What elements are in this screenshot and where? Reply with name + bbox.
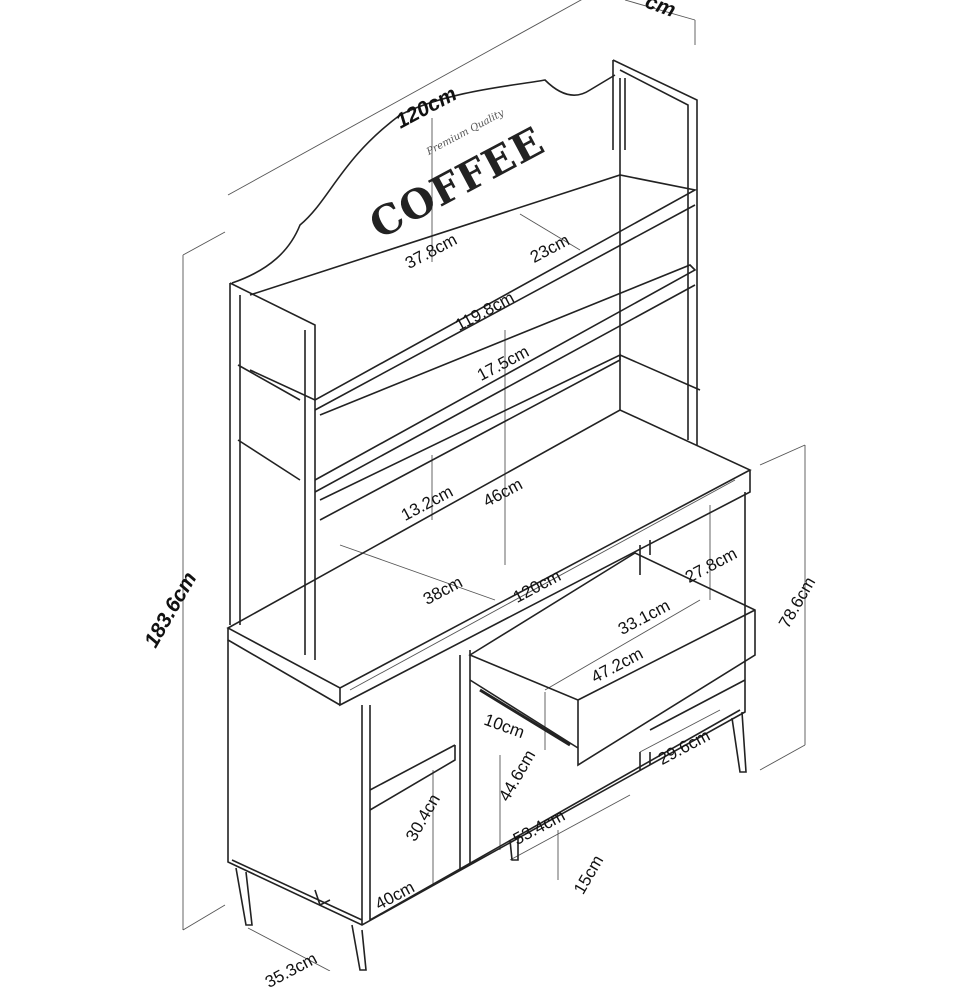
dimension-lines [182, 0, 806, 971]
countertop [226, 409, 752, 707]
drawer [468, 552, 756, 767]
furniture-drawing [182, 0, 806, 971]
coffee-panel [231, 74, 616, 284]
cabinet [227, 492, 746, 926]
